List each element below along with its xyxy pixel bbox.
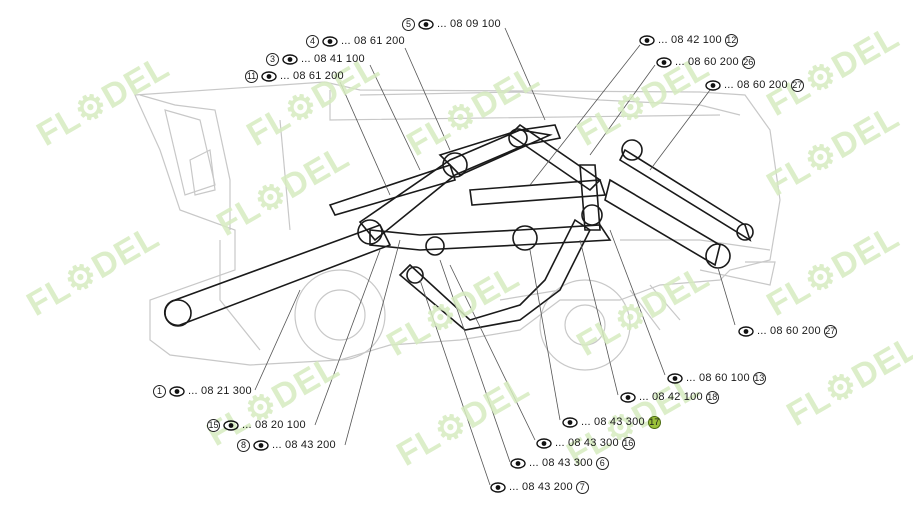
eye-icon <box>322 35 338 47</box>
eye-icon <box>510 457 526 469</box>
callout-number: 27 <box>823 324 837 338</box>
eye-icon <box>223 419 239 431</box>
callout-16[interactable]: ... 08 43 300 16 <box>536 436 635 450</box>
eye-icon <box>282 53 298 65</box>
callout-number: 7 <box>575 480 589 494</box>
callout-number: 3 <box>266 52 279 66</box>
callout-ref: ... 08 09 100 <box>437 18 501 30</box>
callout-ref: ... 08 43 300 <box>529 457 593 469</box>
callout-5[interactable]: 5 ... 08 09 100 <box>402 17 501 31</box>
eye-icon <box>490 481 506 493</box>
callout-6[interactable]: ... 08 43 300 6 <box>510 456 609 470</box>
eye-icon <box>253 439 269 451</box>
eye-icon <box>639 34 655 46</box>
callout-3[interactable]: 3 ... 08 41 100 <box>266 52 365 66</box>
callout-ref: ... 08 43 300 <box>581 416 645 428</box>
callout-ref: ... 08 42 100 <box>658 34 722 46</box>
callout-ref: ... 08 43 200 <box>272 439 336 451</box>
eye-icon <box>705 79 721 91</box>
callout-number: 4 <box>306 34 319 48</box>
callout-ref: ... 08 60 100 <box>686 372 750 384</box>
callout-13[interactable]: ... 08 60 100 13 <box>667 371 766 385</box>
callout-18[interactable]: ... 08 42 100 18 <box>620 390 719 404</box>
callout-ref: ... 08 60 200 <box>757 325 821 337</box>
callout-4[interactable]: 4 ... 08 61 200 <box>306 34 405 48</box>
eye-icon <box>418 18 434 30</box>
callout-number: 16 <box>621 436 635 450</box>
callout-number: 5 <box>402 17 415 31</box>
callout-15[interactable]: 15 ... 08 20 100 <box>207 418 306 432</box>
leader-lines <box>254 27 736 486</box>
callout-number-highlighted: 17 <box>647 415 661 429</box>
callout-17[interactable]: ... 08 43 300 17 <box>562 415 661 429</box>
eye-icon <box>169 385 185 397</box>
callout-number: 6 <box>595 456 609 470</box>
callout-number: 8 <box>237 438 250 452</box>
callout-8[interactable]: 8 ... 08 43 200 <box>237 438 336 452</box>
callout-27-top[interactable]: ... 08 60 200 27 <box>705 78 804 92</box>
callout-ref: ... 08 60 200 <box>724 79 788 91</box>
eye-icon <box>562 416 578 428</box>
callout-12[interactable]: ... 08 42 100 12 <box>639 33 738 47</box>
callout-ref: ... 08 43 300 <box>555 437 619 449</box>
callout-ref: ... 08 61 200 <box>341 35 405 47</box>
eye-icon <box>738 325 754 337</box>
callout-ref: ... 08 60 200 <box>675 56 739 68</box>
callout-number: 26 <box>741 55 755 69</box>
callout-ref: ... 08 41 100 <box>301 53 365 65</box>
callout-number: 15 <box>207 418 220 432</box>
callout-ref: ... 08 42 100 <box>639 391 703 403</box>
eye-icon <box>620 391 636 403</box>
callout-ref: ... 08 61 200 <box>280 70 344 82</box>
eye-icon <box>261 70 277 82</box>
callout-7[interactable]: ... 08 43 200 7 <box>490 480 589 494</box>
callout-number: 13 <box>752 371 766 385</box>
belt-paths <box>163 123 754 331</box>
eye-icon <box>656 56 672 68</box>
callout-11[interactable]: 11 ... 08 61 200 <box>245 69 344 83</box>
callout-27-bottom[interactable]: ... 08 60 200 27 <box>738 324 837 338</box>
callout-ref: ... 08 21 300 <box>188 385 252 397</box>
callout-number: 1 <box>153 384 166 398</box>
callout-26[interactable]: ... 08 60 200 26 <box>656 55 755 69</box>
callout-1[interactable]: 1 ... 08 21 300 <box>153 384 252 398</box>
callout-ref: ... 08 20 100 <box>242 419 306 431</box>
eye-icon <box>667 372 683 384</box>
eye-icon <box>536 437 552 449</box>
callout-number: 27 <box>790 78 804 92</box>
callout-number: 12 <box>724 33 738 47</box>
callout-ref: ... 08 43 200 <box>509 481 573 493</box>
callout-number: 18 <box>705 390 719 404</box>
callout-number: 11 <box>245 69 258 83</box>
